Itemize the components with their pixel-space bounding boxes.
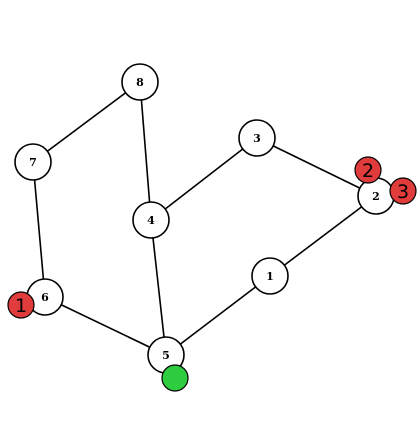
node-circle bbox=[132, 201, 170, 239]
node-1[interactable]: 1 bbox=[251, 257, 289, 295]
node-label: 7 bbox=[29, 156, 37, 169]
edge-1-5 bbox=[165, 275, 271, 356]
node-label: 8 bbox=[136, 76, 144, 89]
node-7[interactable]: 7 bbox=[14, 143, 52, 181]
marker-circle bbox=[354, 156, 382, 184]
node-label: 2 bbox=[372, 190, 380, 203]
node-circle bbox=[14, 143, 52, 181]
markers-layer: 1 2 3 bbox=[7, 156, 417, 392]
marker-label: 3 bbox=[397, 181, 409, 203]
node-3[interactable]: 3 bbox=[238, 119, 276, 157]
edge-4-5 bbox=[150, 219, 167, 356]
marker-3[interactable]: 3 bbox=[389, 177, 417, 205]
marker-circle bbox=[7, 291, 35, 319]
node-4[interactable]: 4 bbox=[132, 201, 170, 239]
node-circle bbox=[251, 257, 289, 295]
node-2[interactable]: 2 bbox=[357, 177, 395, 215]
node-label: 3 bbox=[253, 132, 261, 145]
node-circle bbox=[238, 119, 276, 157]
edge-8-4 bbox=[139, 81, 152, 221]
marker-1[interactable]: 1 bbox=[7, 291, 35, 319]
nodes-layer: 1 2 3 4 5 6 7 8 bbox=[14, 63, 395, 374]
node-5[interactable]: 5 bbox=[147, 336, 185, 374]
edge-4-3 bbox=[150, 137, 258, 221]
node-circle bbox=[121, 63, 159, 101]
node-label: 4 bbox=[147, 214, 155, 227]
edge-6-5 bbox=[44, 296, 167, 356]
marker-label: 2 bbox=[362, 160, 374, 182]
marker-circle bbox=[389, 177, 417, 205]
edge-2-1 bbox=[269, 195, 377, 277]
node-label: 5 bbox=[162, 349, 170, 362]
edge-7-6 bbox=[32, 161, 46, 298]
node-8[interactable]: 8 bbox=[121, 63, 159, 101]
node-label: 1 bbox=[266, 270, 274, 283]
edges-layer bbox=[32, 81, 377, 356]
node-label: 6 bbox=[41, 291, 49, 304]
marker-2[interactable]: 2 bbox=[354, 156, 382, 184]
edge-3-2 bbox=[256, 137, 377, 197]
agent-token[interactable] bbox=[161, 364, 189, 392]
marker-label: 1 bbox=[15, 295, 27, 317]
edge-8-7 bbox=[32, 81, 141, 163]
